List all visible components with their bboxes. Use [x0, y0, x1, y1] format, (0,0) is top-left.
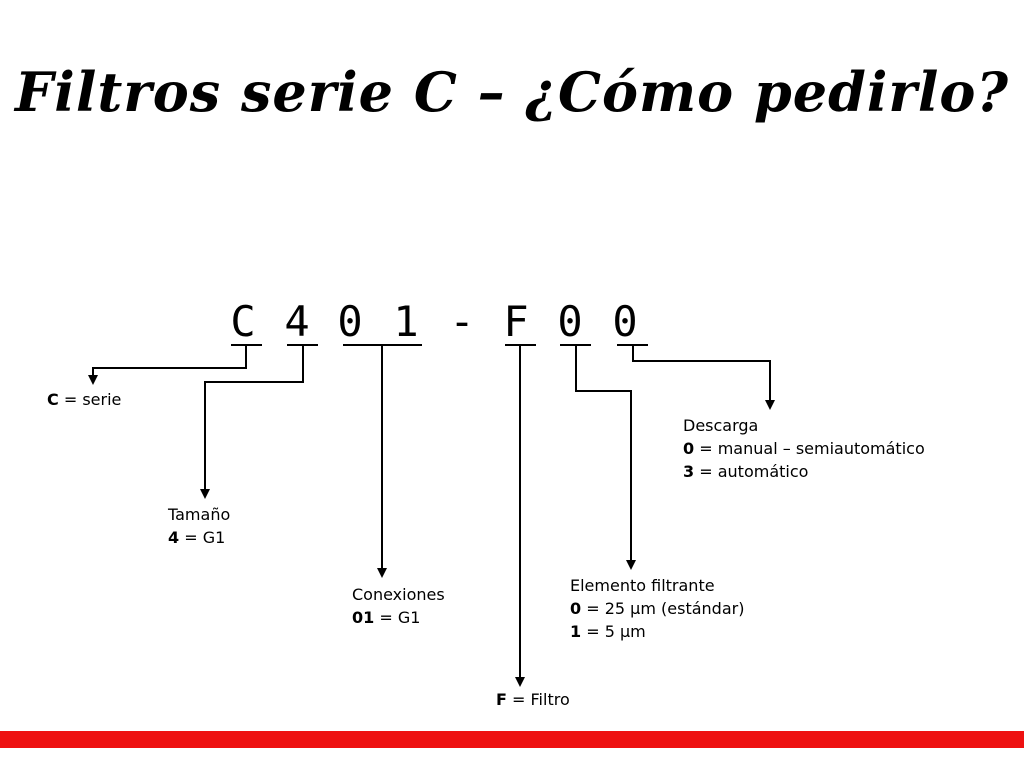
label-descarga-heading: Descarga — [683, 416, 759, 435]
connector-serie — [88, 345, 247, 385]
code-char-size: 4 — [284, 297, 309, 346]
code-char-dash: - — [449, 297, 474, 346]
label-filtro-text: = Filtro — [506, 690, 570, 709]
label-conexiones-text: = G1 — [374, 608, 421, 627]
label-filtro-key: F — [496, 690, 507, 709]
label-tamano: Tamaño 4 = G1 — [168, 503, 230, 549]
connector-descarga — [632, 345, 775, 410]
label-descarga-text-2: = automático — [694, 462, 809, 481]
slide-title: Filtros serie C – ¿Cómo pedirlo? — [14, 60, 1010, 124]
label-tamano-text: = G1 — [179, 528, 226, 547]
label-elemento: Elemento filtrante 0 = 25 μm (estándar) … — [570, 574, 744, 643]
label-elemento-key-2: 1 — [570, 622, 582, 641]
code-char-element: 0 — [557, 297, 582, 346]
code-char-f: F — [503, 297, 528, 346]
code-char-conn-2: 1 — [393, 297, 418, 346]
label-tamano-heading: Tamaño — [168, 505, 231, 524]
label-descarga-key-2: 3 — [683, 462, 695, 481]
label-conexiones: Conexiones 01 = G1 — [352, 583, 445, 629]
label-elemento-heading: Elemento filtrante — [570, 576, 715, 595]
label-conexiones-key: 01 — [352, 608, 375, 627]
label-descarga: Descarga 0 = manual – semiautomático 3 =… — [683, 414, 925, 483]
label-elemento-text-2: = 5 μm — [581, 622, 646, 641]
label-serie-text: = serie — [58, 390, 122, 409]
code-char-conn-1: 0 — [337, 297, 362, 346]
label-elemento-key-1: 0 — [570, 599, 582, 618]
label-serie: C = serie — [47, 388, 121, 411]
label-filtro: F = Filtro — [496, 688, 570, 711]
label-conexiones-heading: Conexiones — [352, 585, 445, 604]
label-descarga-key-1: 0 — [683, 439, 695, 458]
accent-bar — [0, 731, 1024, 748]
connector-tamano — [200, 345, 304, 499]
label-descarga-text-1: = manual – semiautomático — [694, 439, 925, 458]
code-char-c: C — [230, 297, 255, 346]
label-tamano-key: 4 — [168, 528, 180, 547]
label-serie-key: C — [47, 390, 59, 409]
connector-elemento — [575, 345, 636, 570]
code-char-discharge: 0 — [612, 297, 637, 346]
label-elemento-text-1: = 25 μm (estándar) — [581, 599, 745, 618]
